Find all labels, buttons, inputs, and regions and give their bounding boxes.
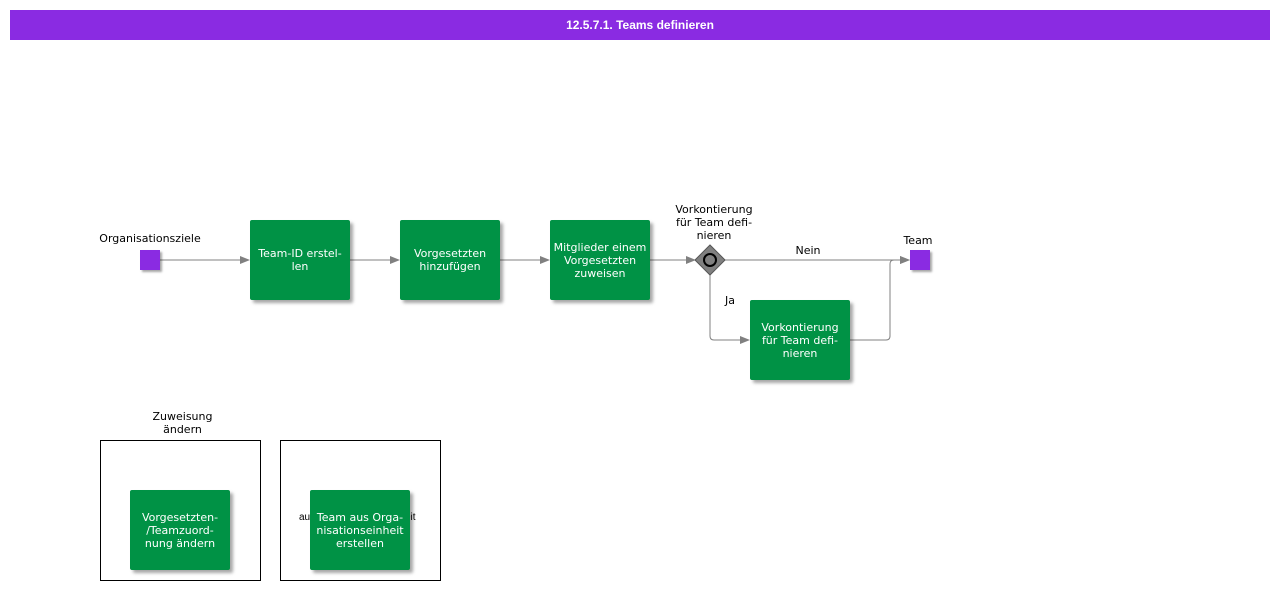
gateway-circle-icon — [703, 253, 717, 267]
task-mitglieder-zuweisen[interactable]: Mitglieder einem Vorgesetzten zuweisen — [550, 220, 650, 300]
connector-gateway-t4 — [709, 274, 750, 344]
task-vorkontierung[interactable]: Vorkontierung für Team defi- nieren — [750, 300, 850, 380]
gateway-yes-label: Ja — [725, 294, 735, 307]
connector-t4-end — [850, 256, 910, 341]
end-event-label: Team — [903, 234, 933, 247]
gateway-label: Vorkontierung für Team defi- nieren — [675, 203, 753, 242]
subprocess-caption-fragment-right: eit — [405, 512, 416, 523]
task-vorgesetzten-hinzufuegen[interactable]: Vorgesetzten hinzufügen — [400, 220, 500, 300]
task-team-id-erstellen[interactable]: Team-ID erstel- len — [250, 220, 350, 300]
end-event[interactable] — [910, 250, 930, 270]
task-zuordnung-aendern[interactable]: Vorgesetzten- /Teamzuord- nung ändern — [130, 490, 230, 570]
gateway-no-label: Nein — [795, 244, 821, 257]
start-event-label: Organisationsziele — [99, 232, 201, 245]
task-team-aus-orga-erstellen[interactable]: Team aus Orga- nisationseinheit erstelle… — [310, 490, 410, 570]
gateway-diamond[interactable] — [694, 244, 726, 276]
page-title: 12.5.7.1. Teams definieren — [10, 10, 1270, 40]
start-event[interactable] — [140, 250, 160, 270]
subprocess-caption-fragment-left: au — [299, 512, 311, 523]
subprocess-zuweisung-caption: Zuweisung ändern — [152, 410, 213, 436]
